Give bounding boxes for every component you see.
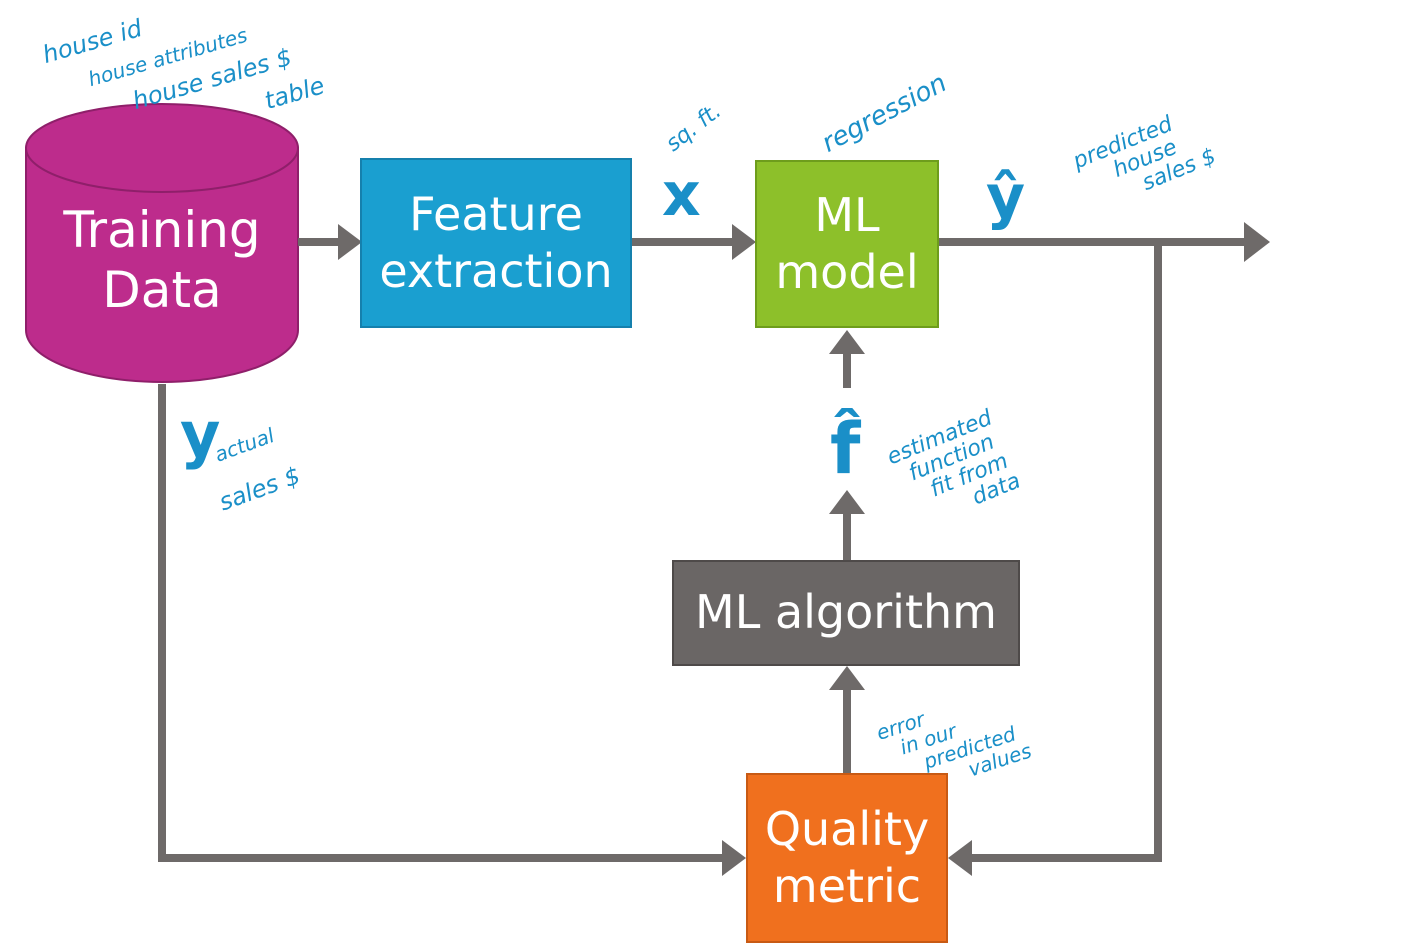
quality-metric-label: Quality metric <box>764 801 930 914</box>
symbol-y-hat: ŷ <box>986 162 1026 232</box>
training-data-cylinder <box>25 103 299 383</box>
arrowheads <box>338 222 1270 876</box>
arrow-output-to-quality <box>970 242 1162 862</box>
connectors <box>158 238 1244 862</box>
symbol-x: x <box>662 160 701 230</box>
feature-extraction-box: Feature extraction <box>360 158 632 328</box>
feature-extraction-label: Feature extraction <box>379 186 613 299</box>
arrowhead-feature <box>338 224 362 260</box>
quality-metric-box: Quality metric <box>746 773 948 943</box>
arrowhead-model <box>732 224 756 260</box>
symbol-f-hat: f̂ <box>830 408 861 490</box>
arrowhead-algorithm <box>829 666 865 690</box>
ml-model-box: ML model <box>755 160 939 328</box>
arrowhead-quality-right <box>948 840 972 876</box>
arrow-training-to-quality <box>158 384 724 862</box>
training-data-label: Training Data <box>63 201 261 319</box>
arrowhead-output <box>1244 222 1270 262</box>
arrowhead-fhat <box>829 490 865 514</box>
arrowhead-model-bottom <box>829 330 865 354</box>
ml-model-label: ML model <box>775 187 919 300</box>
arrowhead-quality-left <box>722 840 746 876</box>
ml-algorithm-box: ML algorithm <box>672 560 1020 666</box>
symbol-y: y <box>180 398 221 471</box>
ml-algorithm-label: ML algorithm <box>695 585 997 640</box>
